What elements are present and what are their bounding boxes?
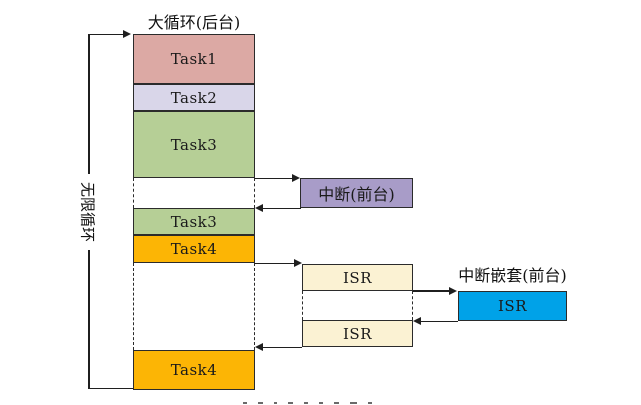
task3-box: Task3 xyxy=(133,111,255,178)
arrow-isr-return-to-task4 xyxy=(263,346,302,348)
arrow-right-icon xyxy=(123,30,131,38)
isr1-label: ISR xyxy=(343,268,372,287)
arrow-left-icon xyxy=(413,317,421,325)
arrow-right-icon xyxy=(449,286,457,295)
nested-isr-label: ISR xyxy=(498,297,527,315)
task1-box: Task1 xyxy=(133,34,255,84)
preempted-gap-2 xyxy=(133,263,255,350)
caption-remnant xyxy=(243,402,413,405)
preempted-gap-1 xyxy=(133,178,255,208)
arrow-left-icon xyxy=(255,343,263,351)
task3-resumed-label: Task3 xyxy=(170,212,218,231)
task3-resumed-box: Task3 xyxy=(133,208,255,235)
isr2-label: ISR xyxy=(343,324,372,343)
interrupt-box: 中断(前台) xyxy=(300,178,413,208)
task4-resumed-label: Task4 xyxy=(170,361,218,379)
diagram-title: 大循环(后台) xyxy=(147,13,241,32)
nested-isr-box: ISR xyxy=(458,291,567,321)
task3-label: Task3 xyxy=(170,135,218,154)
task4-box: Task4 xyxy=(133,235,255,263)
task4-resumed-box: Task4 xyxy=(133,350,255,390)
task2-label: Task2 xyxy=(170,88,218,107)
isr-preempted-gap xyxy=(302,291,413,320)
arrow-isr-to-nested xyxy=(413,290,450,292)
arrow-right-icon xyxy=(292,174,300,182)
task1-label: Task1 xyxy=(170,50,218,68)
arrow-nested-return xyxy=(421,320,458,322)
arrow-task3-to-interrupt xyxy=(255,177,293,179)
nested-interrupt-title: 中断嵌套(前台) xyxy=(458,266,567,285)
isr1-box: ISR xyxy=(302,264,413,291)
loop-bracket-bottom-line xyxy=(88,387,134,389)
task2-box: Task2 xyxy=(133,84,255,111)
task4-label: Task4 xyxy=(170,240,218,258)
arrow-right-icon xyxy=(294,259,302,267)
arrow-left-icon xyxy=(255,204,263,212)
interrupt-label: 中断(前台) xyxy=(318,185,395,204)
arrow-task4-to-isr xyxy=(255,262,295,264)
arrow-interrupt-return xyxy=(263,207,301,209)
isr2-box: ISR xyxy=(302,320,413,347)
loop-bracket-top-line xyxy=(88,33,124,35)
infinite-loop-label: 无限循环 xyxy=(77,173,99,251)
